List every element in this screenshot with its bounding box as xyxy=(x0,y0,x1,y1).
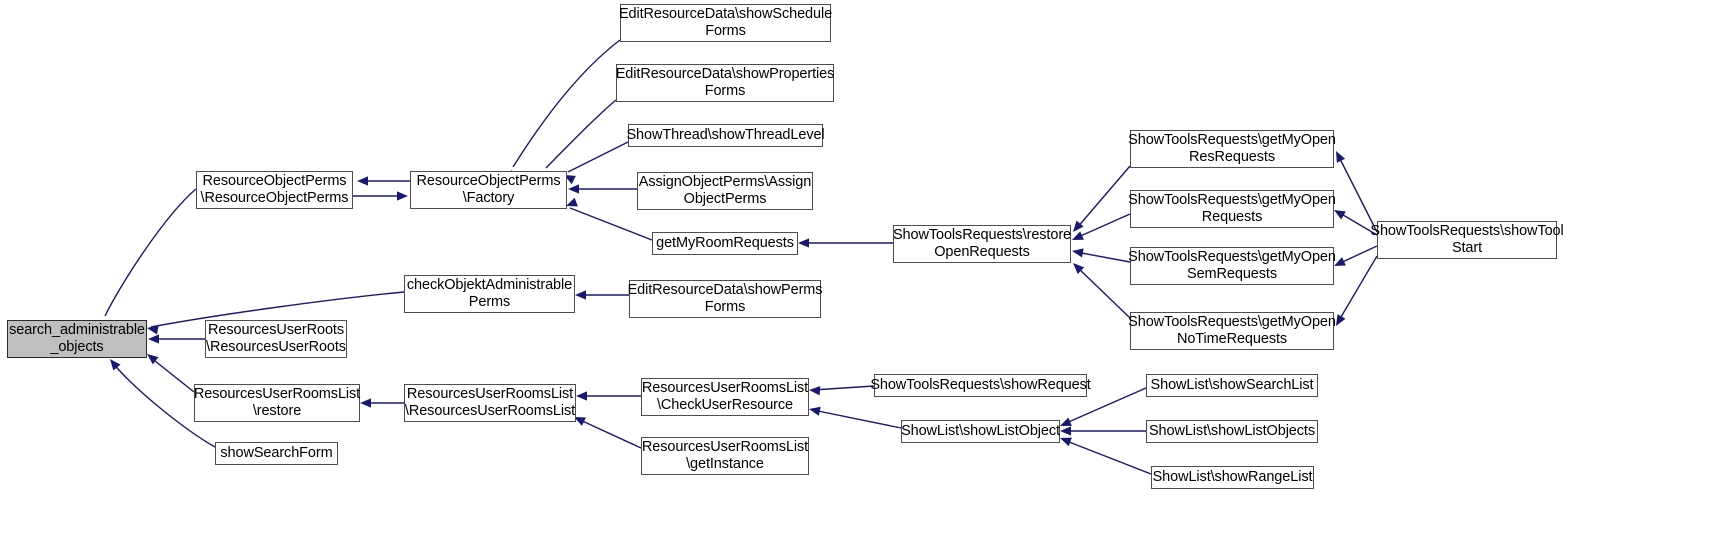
graph-edge xyxy=(1337,154,1378,233)
graph-edge-arrowhead xyxy=(1073,263,1085,274)
graph-edge-arrowhead xyxy=(1060,426,1071,436)
graph-edge-arrowhead xyxy=(357,176,368,186)
graph-edge xyxy=(545,99,617,169)
graph-edge-arrowhead xyxy=(809,386,821,396)
graph-node-n3[interactable]: EditResourceData\showSchedule Forms xyxy=(619,4,832,42)
graph-node-n1[interactable]: ResourceObjectPerms \ResourceObjectPerms xyxy=(196,171,353,209)
graph-node-n24[interactable]: ShowToolsRequests\getMyOpen SemRequests xyxy=(1128,247,1336,285)
graph-edge-arrowhead xyxy=(1060,417,1072,426)
graph-edge xyxy=(567,141,629,173)
graph-edge xyxy=(1075,165,1131,230)
graph-edge xyxy=(1075,265,1131,319)
graph-edge-arrowhead xyxy=(1072,231,1084,240)
graph-node-n25[interactable]: ShowToolsRequests\getMyOpen NoTimeReques… xyxy=(1128,312,1336,350)
graph-edge xyxy=(577,418,642,449)
graph-edge-arrowhead xyxy=(147,325,159,335)
graph-node-n8[interactable]: checkObjektAdministrable Perms xyxy=(404,275,575,313)
graph-edge-arrowhead xyxy=(360,398,371,408)
graph-edge-arrowhead xyxy=(809,406,821,416)
graph-edge-arrowhead xyxy=(568,184,579,194)
graph-node-n19[interactable]: ShowList\showListObjects xyxy=(1146,420,1318,443)
graph-edge-arrowhead xyxy=(1073,220,1084,232)
graph-node-n10[interactable]: ResourcesUserRoots \ResourcesUserRoots xyxy=(205,320,347,358)
graph-edge xyxy=(1337,255,1378,323)
graph-node-n16[interactable]: ShowToolsRequests\showRequest xyxy=(870,374,1091,397)
graph-node-n0[interactable]: search_administrable _objects xyxy=(7,320,147,358)
graph-edge xyxy=(812,385,875,391)
graph-node-n11[interactable]: ResourcesUserRoomsList \restore xyxy=(194,384,360,422)
graph-edge-arrowhead xyxy=(798,238,809,248)
graph-node-n21[interactable]: ShowToolsRequests\restore OpenRequests xyxy=(893,225,1071,263)
graph-node-n12[interactable]: showSearchForm xyxy=(215,442,338,465)
graph-node-n6[interactable]: AssignObjectPerms\Assign ObjectPerms xyxy=(637,172,813,210)
graph-edge xyxy=(1075,251,1131,263)
graph-node-n20[interactable]: ShowList\showRangeList xyxy=(1151,466,1314,489)
graph-node-n17[interactable]: ShowList\showListObject xyxy=(901,420,1060,443)
graph-node-n18[interactable]: ShowList\showSearchList xyxy=(1146,374,1318,397)
graph-node-n26[interactable]: ShowToolsRequests\showTool Start xyxy=(1370,221,1564,259)
graph-node-n9[interactable]: EditResourceData\showPerms Forms xyxy=(628,280,823,318)
graph-edge-arrowhead xyxy=(397,191,408,201)
graph-edge-arrowhead xyxy=(575,290,586,300)
graph-edge xyxy=(812,409,902,429)
graph-edge xyxy=(512,39,621,168)
graph-edge-arrowhead xyxy=(1060,437,1072,447)
graph-edge xyxy=(569,207,653,241)
graph-edge xyxy=(104,188,197,317)
graph-node-n7[interactable]: getMyRoomRequests xyxy=(652,232,798,255)
graph-node-n2[interactable]: ResourceObjectPerms \Factory xyxy=(410,171,567,209)
graph-node-n23[interactable]: ShowToolsRequests\getMyOpen Requests xyxy=(1128,190,1336,228)
graph-node-n14[interactable]: ResourcesUserRoomsList \CheckUserResourc… xyxy=(641,378,809,416)
graph-edge xyxy=(1075,213,1131,239)
graph-node-n13[interactable]: ResourcesUserRoomsList \ResourcesUserRoo… xyxy=(404,384,576,422)
graph-edge-arrowhead xyxy=(110,359,121,371)
graph-node-n15[interactable]: ResourcesUserRoomsList \getInstance xyxy=(641,437,809,475)
graph-node-n22[interactable]: ShowToolsRequests\getMyOpen ResRequests xyxy=(1128,130,1336,168)
graph-edge xyxy=(149,356,195,393)
graph-node-n5[interactable]: ShowThread\showThreadLevel xyxy=(626,124,825,147)
graph-node-n4[interactable]: EditResourceData\showProperties Forms xyxy=(616,64,834,102)
graph-edge-arrowhead xyxy=(148,334,159,344)
graph-edge xyxy=(1063,439,1152,475)
graph-edge-arrowhead xyxy=(576,391,587,401)
graph-edge-arrowhead xyxy=(1072,248,1084,258)
